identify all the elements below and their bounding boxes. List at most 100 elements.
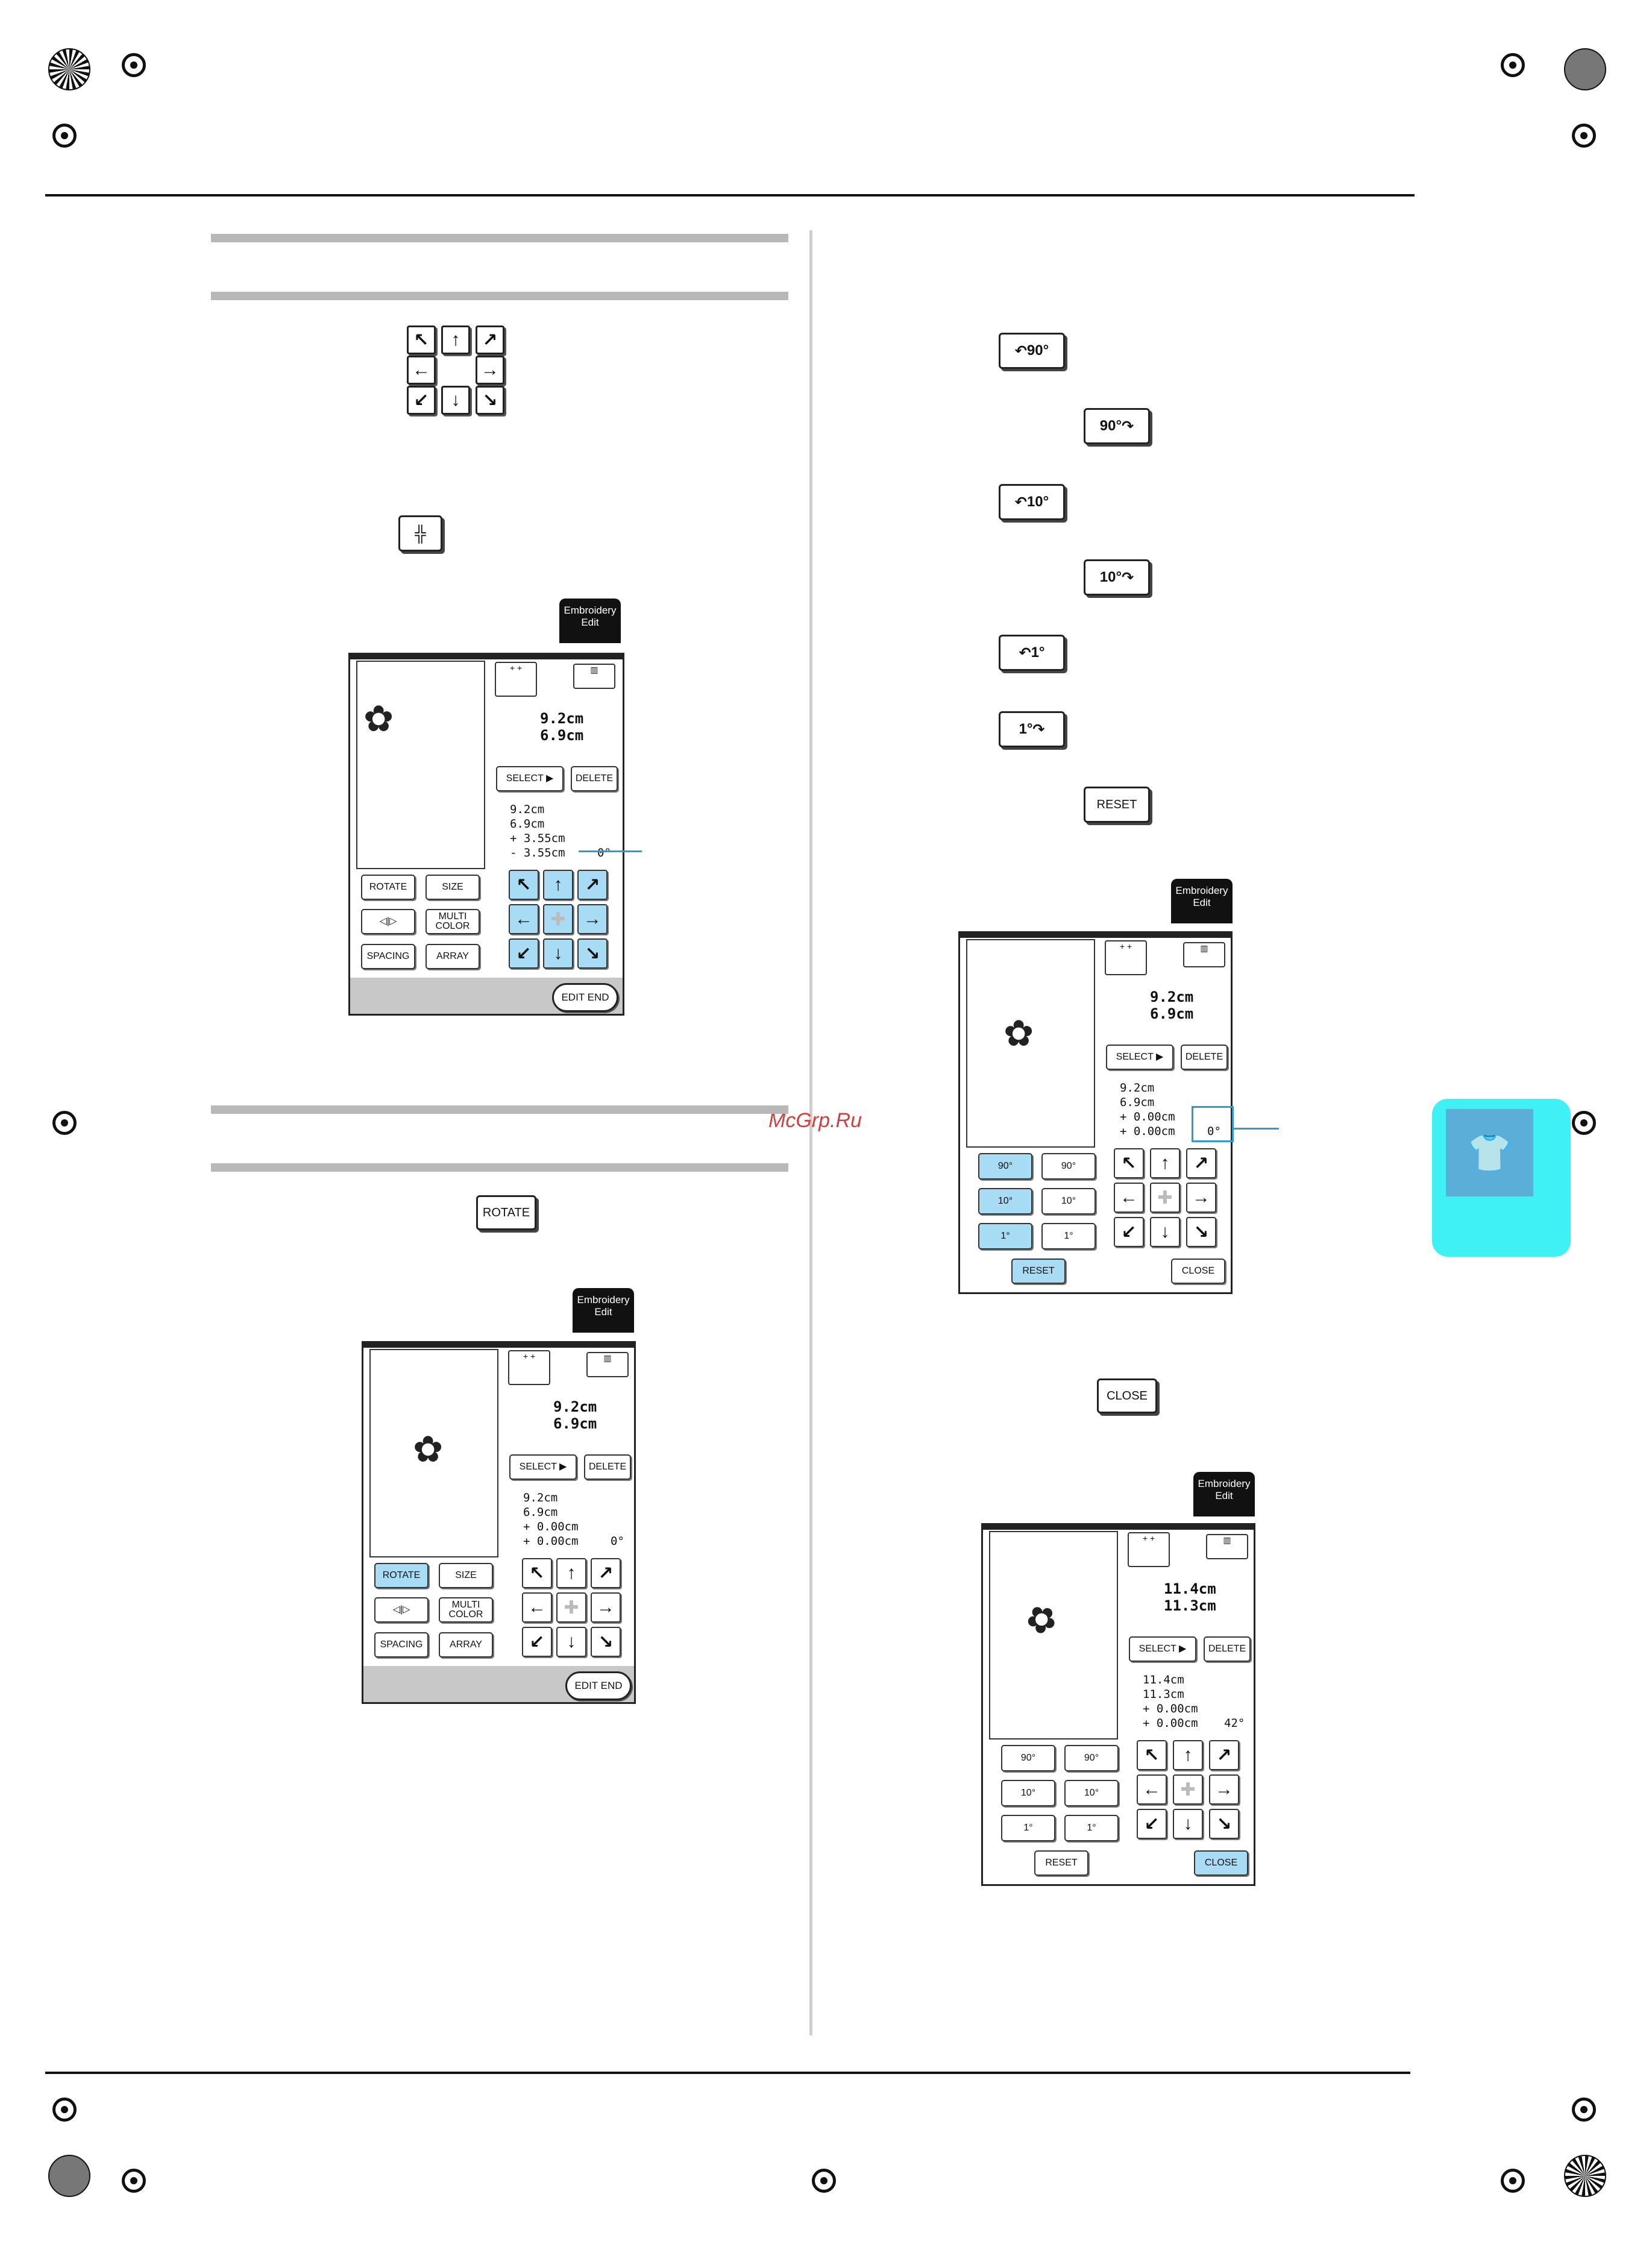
move-up-left-key[interactable]: ↖ [522,1558,552,1588]
move-right-button[interactable]: → [476,356,504,385]
move-down-left-key[interactable]: ↙ [509,938,539,969]
array-button[interactable]: ARRAY [439,1632,493,1658]
rotate-left-1-key[interactable]: 1° [1001,1815,1055,1841]
reset-button[interactable]: RESET [1034,1850,1088,1876]
section-bar [211,1163,788,1172]
rotate-right-1-button[interactable]: 1°↷ [999,711,1065,747]
size-button[interactable]: SIZE [426,875,480,900]
spacing-button[interactable]: SPACING [374,1632,429,1658]
select-button[interactable]: SELECT ▶ [496,766,564,791]
move-left-key[interactable]: ← [522,1592,552,1623]
move-right-key[interactable]: → [591,1592,621,1623]
move-down-right-button[interactable]: ↘ [476,386,504,415]
rotate-left-1-button[interactable]: ↶1° [999,635,1065,671]
rotate-right-90-key[interactable]: 90° [1064,1745,1119,1771]
move-right-key[interactable]: → [1209,1774,1239,1805]
edit-end-button[interactable]: EDIT END [552,983,618,1012]
array-button[interactable]: ARRAY [426,944,480,969]
pattern-preview: ✿ [966,939,1095,1148]
rotate-left-90-key[interactable]: 90° [1001,1745,1055,1771]
reset-button[interactable]: RESET [1084,787,1150,823]
rotate-right-90-key[interactable]: 90° [1041,1153,1096,1180]
reset-button[interactable]: RESET [1011,1259,1066,1284]
move-down-left-key[interactable]: ↙ [1137,1809,1167,1839]
rotate-right-90-button[interactable]: 90°↷ [1084,408,1150,444]
center-button[interactable]: ╬ [398,515,442,552]
move-up-key[interactable]: ↑ [1150,1148,1180,1178]
rotate-right-1-key[interactable]: 1° [1064,1815,1119,1841]
registration-mark-icon [1501,2169,1525,2193]
rotate-button[interactable]: ROTATE [476,1195,536,1230]
spacing-button[interactable]: SPACING [361,944,415,969]
move-down-left-key[interactable]: ↙ [522,1627,552,1657]
move-up-left-key[interactable]: ↖ [1137,1740,1167,1770]
multi-color-button[interactable]: MULTI COLOR [439,1597,493,1623]
select-button[interactable]: SELECT ▶ [509,1454,577,1480]
move-down-right-key[interactable]: ↘ [577,938,608,969]
move-up-key[interactable]: ↑ [543,870,573,900]
select-button[interactable]: SELECT ▶ [1129,1636,1196,1662]
rotate-left-10-key[interactable]: 10° [978,1188,1032,1215]
center-key[interactable]: ✚ [1150,1183,1180,1213]
edit-end-button[interactable]: EDIT END [565,1671,632,1700]
hoop-icon: + + [508,1350,550,1385]
move-down-left-button[interactable]: ↙ [407,386,436,415]
delete-button[interactable]: DELETE [1181,1045,1228,1070]
move-left-key[interactable]: ← [1114,1183,1144,1213]
mirror-button[interactable]: ◁|▷ [374,1597,429,1623]
rotate-button[interactable]: ROTATE [374,1563,429,1588]
move-down-key[interactable]: ↓ [556,1627,586,1657]
move-down-left-key[interactable]: ↙ [1114,1217,1144,1247]
close-button[interactable]: CLOSE [1171,1259,1225,1284]
center-key[interactable]: ✚ [543,904,573,934]
delete-button[interactable]: DELETE [1204,1636,1251,1662]
select-button[interactable]: SELECT ▶ [1106,1045,1173,1070]
move-left-button[interactable]: ← [407,356,436,385]
move-down-right-key[interactable]: ↘ [1209,1809,1239,1839]
center-key[interactable]: ✚ [1173,1774,1203,1805]
rotate-left-10-button[interactable]: ↶10° [999,484,1065,520]
move-up-right-key[interactable]: ↗ [577,870,608,900]
move-up-left-button[interactable]: ↖ [407,325,436,354]
move-down-button[interactable]: ↓ [441,386,470,415]
move-up-right-key[interactable]: ↗ [591,1558,621,1588]
move-left-key[interactable]: ← [509,904,539,934]
move-up-right-key[interactable]: ↗ [1186,1148,1216,1178]
move-down-right-key[interactable]: ↘ [591,1627,621,1657]
rotate-button[interactable]: ROTATE [361,875,415,900]
size-button[interactable]: SIZE [439,1563,493,1588]
move-up-right-button[interactable]: ↗ [476,325,504,354]
multi-color-button[interactable]: MULTI COLOR [426,909,480,934]
rotate-left-90-key[interactable]: 90° [978,1153,1032,1180]
delete-button[interactable]: DELETE [571,766,618,791]
screen-topline [983,1525,1254,1530]
rotate-right-10-button[interactable]: 10°↷ [1084,559,1150,596]
hoop-icon: + + [495,662,537,697]
tab-label: Embroidery Edit [577,1294,630,1318]
rotate-left-10-key[interactable]: 10° [1001,1780,1055,1806]
move-down-key[interactable]: ↓ [1173,1809,1203,1839]
move-left-key[interactable]: ← [1137,1774,1167,1805]
move-up-left-key[interactable]: ↖ [1114,1148,1144,1178]
center-key[interactable]: ✚ [556,1592,586,1623]
move-up-key[interactable]: ↑ [556,1558,586,1588]
close-button[interactable]: CLOSE [1097,1378,1157,1413]
close-button[interactable]: CLOSE [1194,1850,1248,1876]
move-up-right-key[interactable]: ↗ [1209,1740,1239,1770]
move-up-left-key[interactable]: ↖ [509,870,539,900]
mirror-button[interactable]: ◁|▷ [361,909,415,934]
rotate-right-10-key[interactable]: 10° [1041,1188,1096,1215]
rotate-left-90-button[interactable]: ↶90° [999,333,1065,369]
move-up-key[interactable]: ↑ [1173,1740,1203,1770]
delete-button[interactable]: DELETE [584,1454,631,1480]
move-down-right-key[interactable]: ↘ [1186,1217,1216,1247]
move-right-key[interactable]: → [1186,1183,1216,1213]
rotate-right-10-key[interactable]: 10° [1064,1780,1119,1806]
rotate-right-1-key[interactable]: 1° [1041,1223,1096,1249]
move-right-key[interactable]: → [577,904,608,934]
button-label: 10° [1026,494,1049,510]
rotate-left-1-key[interactable]: 1° [978,1223,1032,1249]
move-down-key[interactable]: ↓ [543,938,573,969]
move-down-key[interactable]: ↓ [1150,1217,1180,1247]
move-up-button[interactable]: ↑ [441,325,470,354]
